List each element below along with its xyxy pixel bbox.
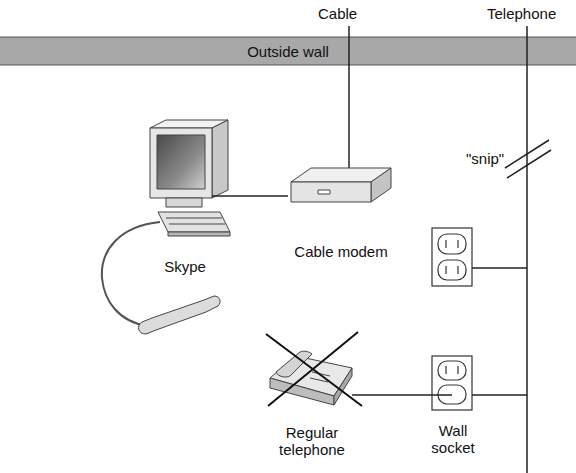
telephone-wire [352, 394, 362, 396]
node-label: Outside wall [0, 37, 576, 65]
telephone-label: Telephone [487, 5, 556, 22]
socket-wire [472, 394, 527, 396]
computer-icon [150, 120, 230, 236]
snip-label: "snip" [466, 150, 504, 167]
computer-node: Skype [140, 115, 230, 275]
computer-wire [212, 195, 230, 197]
snip-mark [505, 140, 549, 168]
telephone-node: Regular telephone [262, 330, 362, 458]
wall-band-node: Outside wall [0, 37, 576, 65]
snip-mark [507, 150, 551, 178]
cross-mark [268, 332, 358, 406]
connector-wire [362, 395, 420, 396]
handset-cord [102, 222, 160, 326]
cable-wire [348, 26, 350, 174]
wall-socket-node: Wall socket [420, 352, 486, 456]
handset-icon [139, 296, 221, 334]
modem-icon [291, 168, 391, 202]
connector-wire [230, 196, 288, 197]
telephone-icon [270, 351, 352, 405]
wall-band [0, 37, 576, 65]
wall-socket-icon [432, 356, 472, 410]
telephone-wire [526, 26, 528, 473]
node-label: Skype [140, 258, 230, 275]
cable-label: Cable [318, 5, 357, 22]
node-label: Regular telephone [262, 424, 362, 458]
node-label: Wall socket [420, 422, 486, 456]
connector-line [362, 394, 420, 396]
connector-line [230, 195, 288, 197]
plug-wire [420, 394, 452, 396]
wall-socket-icon [432, 228, 472, 286]
node-label: Cable modem [288, 243, 394, 260]
modem-node: Cable modem [288, 165, 394, 260]
socket-wire [472, 267, 527, 269]
